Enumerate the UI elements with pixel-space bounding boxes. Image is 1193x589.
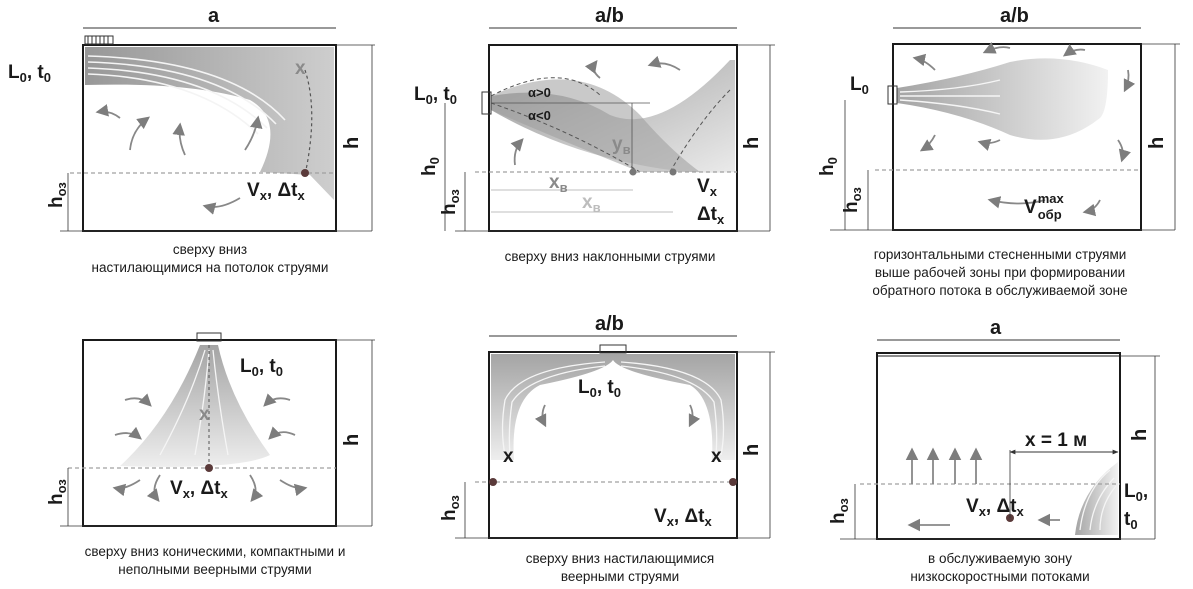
source-label: L0, [1124, 481, 1148, 504]
jet-cloud [1075, 462, 1118, 535]
caption-line: выше рабочей зоны при формировании [874, 265, 1126, 280]
circulation-arrows [112, 393, 308, 502]
width-label: a [208, 5, 220, 27]
grille-slots [87, 36, 109, 44]
temperature-label: t0 [1124, 509, 1138, 532]
xb2-label: xв [582, 192, 601, 215]
width-label: a/b [595, 313, 624, 335]
caption-line: сверху вниз коническими, компактными и [84, 544, 346, 559]
panel-low-velocity-flows: a h hоз x = 1 м L0, t0 Vx, Δtx [828, 317, 1160, 540]
measure-point-left [489, 478, 497, 486]
rising-arrows [905, 447, 1060, 532]
panel-fan-ceiling-jets: a/b h hоз L0, t0 x x Vx, Δtx [439, 313, 775, 539]
caption-line: обратного потока в обслуживаемой зоне [872, 283, 1128, 298]
velocity-label: Vx, Δtx [247, 180, 305, 203]
x-left-label: x [503, 446, 514, 467]
velocity-label: Vx [697, 176, 718, 199]
source-label: L0, t0 [240, 356, 283, 379]
caption-line: в обслуживаемую зону [928, 551, 1072, 566]
caption-4: сверху вниз коническими, компактными и н… [10, 543, 420, 579]
jet-streamlines [501, 361, 725, 456]
width-label: a/b [595, 5, 624, 27]
jet-streamlines [159, 349, 229, 456]
jet-cloud [85, 47, 334, 200]
velocity-label: Vx, Δtx [966, 496, 1024, 519]
jet-cloud [491, 354, 735, 460]
height-label: h [741, 137, 763, 149]
measure-point-2 [669, 168, 677, 176]
caption-1: сверху вниз настилающимися на потолок ст… [30, 241, 390, 277]
supply-grille [84, 35, 114, 45]
caption-3: горизонтальными стесненными струями выше… [815, 246, 1185, 300]
caption-5: сверху вниз настилающимися веерными стру… [440, 550, 800, 586]
height-label: h [1129, 429, 1151, 441]
h0-label: h0 [419, 157, 442, 176]
jet-cloud [120, 345, 270, 467]
caption-6: в обслуживаемую зону низкоскоростными по… [820, 550, 1180, 586]
measure-point-right [729, 478, 737, 486]
zone-height-label: hоз [439, 495, 462, 521]
width-label: a [990, 317, 1002, 339]
panel-conical-jets: h hоз L0, t0 x Vx, Δtx [46, 332, 375, 527]
caption-line: горизонтальными стесненными струями [873, 247, 1127, 262]
measure-point [205, 464, 213, 472]
caption-line: низкоскоростными потоками [910, 569, 1090, 584]
zone-height-label: hоз [841, 187, 864, 213]
x-distance-label: x = 1 м [1025, 430, 1087, 451]
circulation-arrows [534, 404, 701, 428]
alpha-neg-label: α<0 [528, 108, 551, 123]
circulation-arrows [95, 104, 263, 215]
jet-streamlines [87, 55, 286, 135]
height-label: h [341, 137, 363, 149]
alpha-pos-label: α>0 [528, 85, 551, 100]
height-label: h [341, 434, 363, 446]
jet-streamlines [899, 79, 1001, 115]
jet-cloud [897, 58, 1108, 140]
velocity-label: Vx, Δtx [170, 478, 228, 501]
velocity-label: Vx, Δtx [654, 506, 712, 529]
supply-grille [599, 344, 627, 354]
dt-label: Δtx [697, 204, 725, 227]
supply-grille [887, 85, 898, 105]
caption-2: сверху вниз наклонными струями [430, 248, 790, 266]
yb-label: yв [612, 134, 631, 157]
circulation-arrows [912, 42, 1136, 217]
zone-height-label: hоз [46, 182, 69, 208]
height-label: h [1146, 137, 1168, 149]
jet-streamlines [1079, 469, 1117, 531]
source-label: L0, t0 [578, 377, 621, 400]
source-label: L0 [850, 74, 869, 97]
zone-height-label: hоз [46, 479, 69, 505]
xb-label: xв [549, 172, 568, 195]
source-label: L0, t0 [414, 84, 457, 107]
trajectory-line [669, 89, 731, 173]
caption-line: сверху вниз наклонными струями [504, 249, 716, 264]
panel-inclined-jets: a/b h h0 hоз L0, t0 α>0 α<0 yв xв xв Vx … [414, 5, 775, 232]
panel-ceiling-jets: a h hоз L0, t0 x Vx, Δtx [8, 5, 375, 232]
width-label: a/b [1000, 5, 1029, 27]
caption-line: неполными веерными струями [118, 562, 312, 577]
caption-line: сверху вниз [172, 242, 248, 257]
h0-label: h0 [817, 157, 840, 176]
supply-grille [196, 332, 222, 342]
zone-height-label: hоз [828, 498, 851, 524]
measure-point-1 [629, 168, 637, 176]
height-label: h [741, 444, 763, 456]
caption-line: настилающимися на потолок струями [91, 260, 329, 275]
alpha-pos-line [490, 77, 601, 97]
caption-line: веерными струями [560, 569, 680, 584]
circulation-arrows [510, 55, 681, 166]
jet-core [491, 79, 700, 172]
x-label: x [295, 58, 306, 79]
source-label: L0, t0 [8, 62, 51, 85]
x-label: x [199, 404, 210, 425]
measure-point [301, 169, 309, 177]
caption-line: сверху вниз настилающимися [525, 551, 715, 566]
zone-height-label: hоз [439, 189, 462, 215]
x-right-label: x [711, 446, 722, 467]
